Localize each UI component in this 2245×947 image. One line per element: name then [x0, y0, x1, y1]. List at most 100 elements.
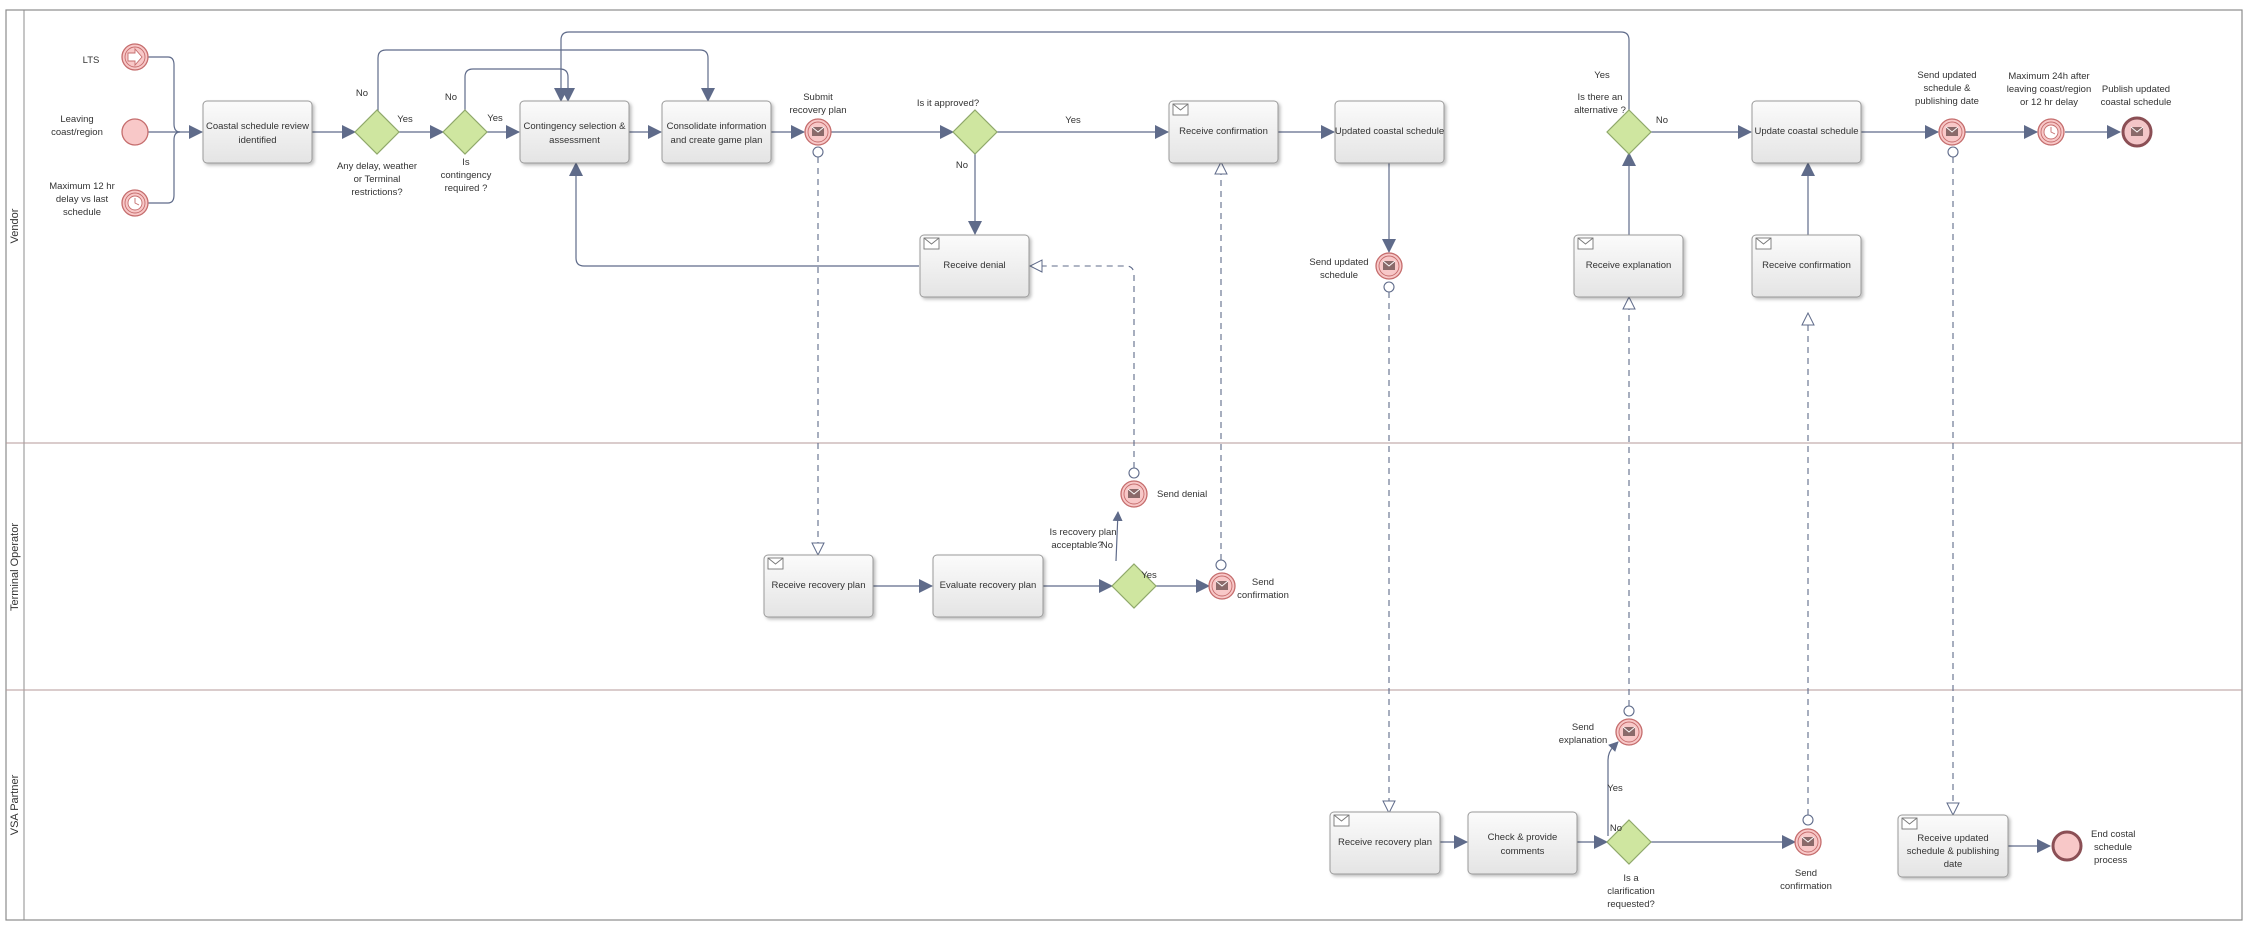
label-gateway-contingency-1: Is [462, 157, 470, 168]
event-timer-24h[interactable] [2037, 118, 2065, 146]
start-event-max12[interactable] [121, 189, 149, 217]
label-leaving-2: coast/region [51, 127, 103, 138]
label-send-explanation-1: Send [1572, 722, 1594, 733]
task-contingency-label-2: assessment [549, 135, 600, 146]
envelope-icon [1382, 260, 1396, 270]
label-flow-g6-yes: Yes [1607, 783, 1623, 794]
task-consolidate-label-2: and create game plan [671, 135, 763, 146]
task-evaluate-plan-label: Evaluate recovery plan [940, 580, 1037, 591]
label-flow-g4-no: No [1656, 115, 1668, 126]
start-event-lts[interactable] [121, 43, 149, 71]
label-flow-g6-no: No [1610, 823, 1622, 834]
task-evaluate-plan[interactable]: Evaluate recovery plan [932, 554, 1044, 618]
task-contingency[interactable]: Contingency selection & assessment [519, 100, 630, 164]
event-send-denial[interactable] [1120, 480, 1148, 508]
end-event-coastal-process[interactable] [2051, 830, 2083, 862]
event-submit-recovery-plan[interactable] [804, 118, 832, 146]
task-updated-schedule[interactable]: Updated coastal schedule [1334, 100, 1445, 164]
label-end-process-3: process [2094, 855, 2128, 866]
gateway-delay[interactable] [354, 109, 400, 155]
labels: LTS Leaving coast/region Maximum 12 hr d… [49, 55, 2171, 910]
label-gateway-acceptable-1: Is recovery plan [1049, 527, 1116, 538]
gateway-contingency-required[interactable] [442, 109, 488, 155]
label-send-updated-pub-1: Send updated [1917, 70, 1976, 81]
task-receive-confirmation-vendor-1[interactable]: Receive confirmation [1168, 100, 1279, 164]
label-gateway-clarification-1: Is a [1623, 873, 1639, 884]
label-gateway-approved: Is it approved? [917, 98, 979, 109]
envelope-icon [1622, 726, 1636, 736]
task-consolidate-label-1: Consolidate information [667, 121, 767, 132]
event-send-updated-schedule[interactable] [1375, 252, 1403, 280]
event-send-confirmation-terminal[interactable] [1208, 572, 1236, 600]
label-send-confirmation-vsa-2: confirmation [1780, 881, 1832, 892]
task-vsa-receive-plan[interactable]: Receive recovery plan [1329, 811, 1441, 875]
end-event-publish[interactable] [2121, 116, 2153, 148]
envelope-icon [1801, 836, 1815, 846]
label-send-updated-pub-2: schedule & [1923, 83, 1971, 94]
task-receive-updated-label-3: date [1944, 859, 1963, 870]
label-flow-g5-no: No [1101, 540, 1113, 551]
task-consolidate[interactable]: Consolidate information and create game … [661, 100, 772, 164]
label-send-explanation-2: explanation [1559, 735, 1608, 746]
task-update-schedule-label: Update coastal schedule [1754, 126, 1858, 137]
task-receive-explanation[interactable]: Receive explanation [1573, 234, 1684, 298]
task-check-comments[interactable]: Check & provide comments [1467, 811, 1578, 875]
label-gateway-acceptable-2: acceptable? [1051, 540, 1102, 551]
envelope-icon [811, 126, 825, 136]
label-flow-g2-no: No [445, 92, 457, 103]
task-check-comments-label-1: Check & provide [1488, 832, 1558, 843]
task-vsa-receive-plan-label: Receive recovery plan [1338, 837, 1432, 848]
label-gateway-clarification-2: clarification [1607, 886, 1655, 897]
label-gateway-alternative-2: alternative ? [1574, 105, 1626, 116]
task-receive-updated-publishing[interactable]: Receive updated schedule & publishing da… [1897, 814, 2009, 878]
gateway-acceptable[interactable] [1111, 563, 1157, 609]
task-receive-updated-label-2: schedule & publishing [1907, 846, 1999, 857]
tasks: Coastal schedule review identified Conti… [202, 100, 2009, 878]
task-receive-confirmation-label: Receive confirmation [1179, 126, 1268, 137]
label-send-confirmation-to-2: confirmation [1237, 590, 1289, 601]
task-receive-denial-label: Receive denial [943, 260, 1005, 271]
envelope-icon [1127, 488, 1141, 498]
task-receive-confirmation-2-label: Receive confirmation [1762, 260, 1851, 271]
task-contingency-label-1: Contingency selection & [524, 121, 627, 132]
lane-label-vsa: VSA Partner [9, 774, 21, 835]
task-update-schedule[interactable]: Update coastal schedule [1751, 100, 1862, 164]
label-flow-g5-yes: Yes [1141, 570, 1157, 581]
flow-g5-denial [1112, 511, 1123, 562]
task-receive-denial[interactable]: Receive denial [919, 234, 1030, 298]
start-event-leaving[interactable] [121, 118, 149, 146]
flow-g1-no-consolidate [377, 49, 715, 111]
label-gateway-contingency-3: required ? [445, 183, 488, 194]
envelope-icon [1215, 580, 1229, 590]
label-max24-2: leaving coast/region [2007, 84, 2092, 95]
label-flow-g3-no: No [956, 160, 968, 171]
label-send-confirmation-to-1: Send [1252, 577, 1274, 588]
envelope-icon [1333, 814, 1350, 827]
gateways [354, 109, 1652, 865]
flow-g4-yes-contingency [554, 31, 1630, 111]
label-publish-2: coastal schedule [2101, 97, 2172, 108]
task-review[interactable]: Coastal schedule review identified [202, 100, 313, 164]
events [121, 43, 2153, 862]
task-terminal-receive-plan[interactable]: Receive recovery plan [763, 554, 874, 618]
clock-icon [2043, 124, 2059, 140]
event-send-explanation[interactable] [1615, 718, 1643, 746]
event-send-confirmation-vsa[interactable] [1794, 828, 1822, 856]
label-lts: LTS [83, 55, 100, 66]
pool: Vendor Terminal Operator VSA Partner [5, 9, 2243, 921]
envelope-icon [1577, 237, 1594, 250]
label-leaving-1: Leaving [60, 114, 93, 125]
gateway-clarification[interactable] [1606, 819, 1652, 865]
label-max12-3: schedule [63, 207, 101, 218]
lane-label-terminal: Terminal Operator [9, 523, 21, 611]
gateway-alternative[interactable] [1606, 109, 1652, 155]
task-receive-confirmation-vendor-2[interactable]: Receive confirmation [1751, 234, 1862, 298]
label-send-confirmation-vsa-1: Send [1795, 868, 1817, 879]
envelope-icon [767, 557, 784, 570]
label-submit-1: Submit [803, 92, 833, 103]
event-send-updated-publishing[interactable] [1938, 118, 1966, 146]
gateway-approved[interactable] [952, 109, 998, 155]
message-flows [813, 146, 1958, 826]
label-publish-1: Publish updated [2102, 84, 2170, 95]
